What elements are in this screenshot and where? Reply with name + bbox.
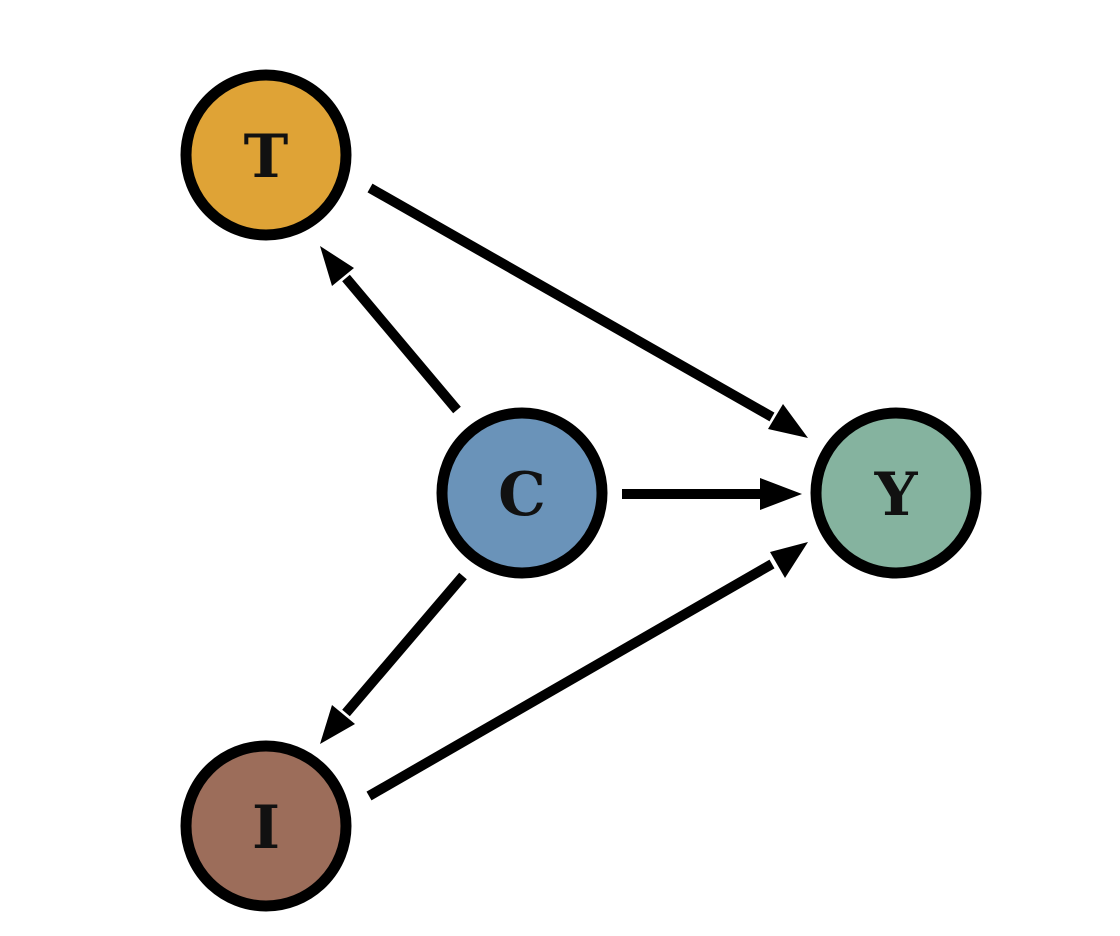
edge-t-to-y-line [367,183,775,422]
edge-t-to-y [367,183,808,438]
edge-i-to-y-arrowhead [770,542,808,578]
node-i: I [180,740,352,912]
edge-c-to-t-line [342,274,461,414]
edge-c-to-y [622,478,802,510]
node-y-label: Y [874,460,919,530]
node-t-label: T [244,122,289,192]
node-y-circle [810,407,982,579]
edge-i-to-y [366,542,808,801]
node-i-circle [180,740,352,912]
edge-c-to-i-arrowhead [320,705,355,744]
node-i-label: I [252,793,280,863]
edge-c-to-i-line [342,572,467,717]
edges-layer [320,183,808,801]
node-c: C [436,407,608,579]
node-c-circle [436,407,608,579]
edge-c-to-t-arrowhead [320,246,354,286]
edge-i-to-y-line [366,559,775,801]
edge-t-to-y-arrowhead [768,404,808,438]
node-t-circle [180,69,352,241]
edge-c-to-i [320,572,467,744]
node-c-label: C [498,460,546,530]
nodes-layer: T C Y I [180,69,982,912]
node-t: T [180,69,352,241]
edge-c-to-t [320,246,461,414]
edge-c-to-y-arrowhead [760,478,802,510]
node-y: Y [810,407,982,579]
